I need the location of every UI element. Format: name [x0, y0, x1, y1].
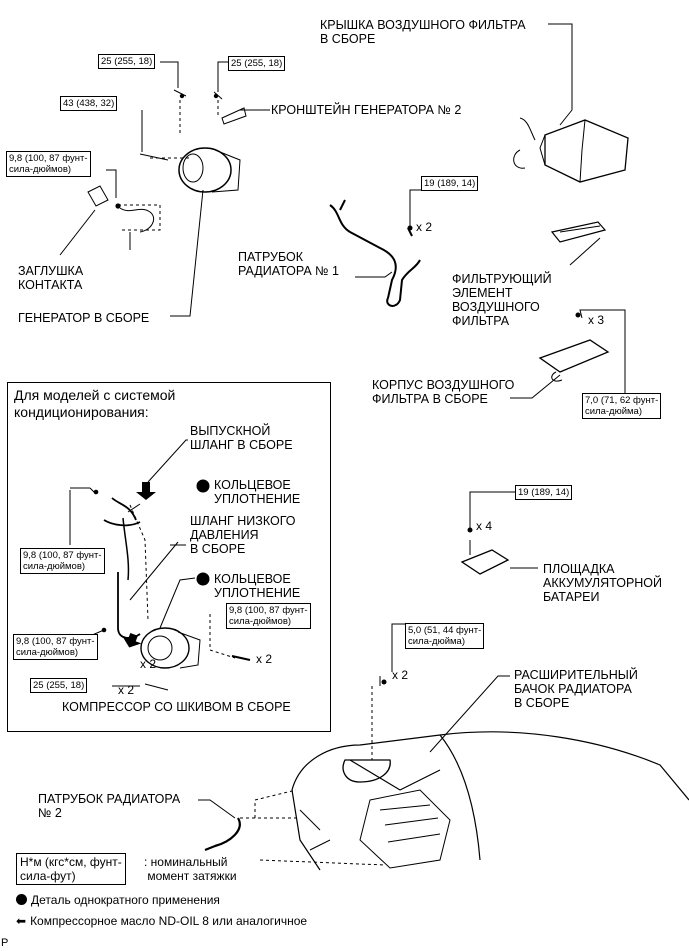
- legend-compressor-oil-text: Компрессорное масло ND-OIL 8 или аналоги…: [30, 914, 308, 928]
- filter-element-label: ФИЛЬТРУЮЩИЙ ЭЛЕМЕНТ ВОЗДУШНОГО ФИЛЬТРА: [452, 272, 552, 328]
- o-ring-2-label: КОЛЬЦЕВОЕ УПЛОТНЕНИЕ: [214, 572, 301, 600]
- torque-spec: 9,8 (100, 87 фунт- сила-дюймов): [6, 151, 91, 177]
- reserve-tank-label: РАСШИРИТЕЛЬНЫЙ БАЧОК РАДИАТОРА В СБОРЕ: [514, 668, 638, 710]
- leader-t4: [106, 169, 117, 198]
- torque-spec: 19 (189, 14): [515, 485, 573, 500]
- leader-generator: [170, 189, 204, 317]
- quantity-label: x 4: [476, 519, 493, 533]
- torque-spec: 25 (255, 18): [228, 56, 286, 71]
- torque-spec: 5,0 (51, 44 фунт- сила-дюйма): [405, 623, 485, 649]
- quantity-label: x 2: [140, 657, 157, 671]
- torque-spec: 9,8 (100, 87 фунт- сила-дюймов): [226, 603, 311, 629]
- generator-bracket-label: КРОНШТЕЙН ГЕНЕРАТОРА № 2: [271, 103, 462, 117]
- leader-terminal-cap: [59, 209, 96, 256]
- legend-torque-unit: Н*м (кгс*см, фунт- сила-фут): [16, 853, 126, 885]
- quantity-label: x 2: [118, 683, 135, 697]
- non-reusable-dot-icon: [16, 894, 27, 905]
- legend-compressor-oil: ⬅Компрессорное масло ND-OIL 8 или аналог…: [16, 914, 307, 928]
- torque-spec: 7,0 (71, 62 фунт- сила-дюйма): [582, 393, 662, 419]
- quantity-label: x 3: [588, 313, 605, 327]
- radiator-hose-1-label: ПАТРУБОК РАДИАТОРА № 1: [238, 250, 340, 278]
- ac-box-title: Для моделей с системой кондиционирования…: [14, 387, 176, 420]
- torque-spec: 9,8 (100, 87 фунт- сила-дюймов): [13, 634, 98, 660]
- torque-spec: 43 (438, 32): [60, 96, 118, 111]
- o-ring-1-label: КОЛЬЦЕВОЕ УПЛОТНЕНИЕ: [214, 478, 301, 506]
- leader-t2: [217, 61, 228, 92]
- torque-spec: 9,8 (100, 87 фунт- сила-дюймов): [20, 548, 105, 574]
- battery-tray-label: ПЛОЩАДКА АККУМУЛЯТОРНОЙ БАТАРЕИ: [543, 562, 663, 604]
- terminal-cap-label: ЗАГЛУШКА КОНТАКТА: [18, 264, 84, 292]
- radiator-hose-2-label: ПАТРУБОК РАДИАТОРА № 2: [38, 792, 181, 820]
- ac-models-box: [7, 382, 331, 732]
- quantity-label: x 2: [392, 668, 409, 682]
- generator-label: ГЕНЕРАТОР В СБОРЕ: [18, 311, 150, 325]
- discharge-hose-label: ВЫПУСКНОЙ ШЛАНГ В СБОРЕ: [190, 424, 293, 452]
- air-cleaner-case-label: КОРПУС ВОЗДУШНОГО ФИЛЬТРА В СБОРЕ: [372, 378, 515, 406]
- oil-arrow-icon: ⬅: [16, 914, 27, 928]
- quantity-label: x 2: [416, 220, 433, 234]
- torque-spec: 25 (255, 18): [30, 678, 88, 693]
- compressor-label: КОМПРЕССОР СО ШКИВОМ В СБОРЕ: [62, 700, 291, 714]
- air-cleaner-cap-label: КРЫШКА ВОЗДУШНОГО ФИЛЬТРА В СБОРЕ: [320, 18, 526, 46]
- corner-mark: P: [1, 937, 9, 949]
- legend-torque-desc: : номинальный момент затяжки: [144, 855, 237, 883]
- torque-spec: 25 (255, 18): [98, 54, 156, 69]
- torque-spec: 19 (189, 14): [421, 176, 479, 191]
- legend-non-reusable-text: Деталь однократного применения: [31, 893, 220, 907]
- leader-t1: [160, 61, 179, 88]
- legend-non-reusable: Деталь однократного применения: [16, 893, 220, 907]
- suction-hose-label: ШЛАНГ НИЗКОГО ДАВЛЕНИЯ В СБОРЕ: [190, 514, 296, 556]
- quantity-label: x 2: [256, 652, 273, 666]
